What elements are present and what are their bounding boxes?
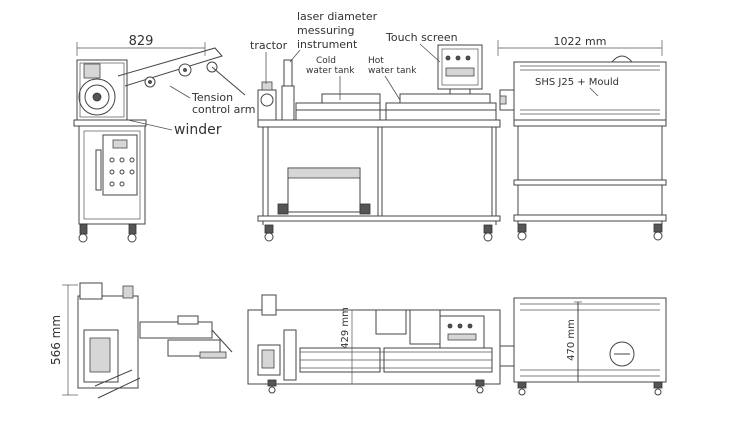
label-shs-mould: SHS J25 + Mould bbox=[535, 77, 619, 88]
dim-tank-depth: 429 mm bbox=[340, 307, 357, 385]
dim-1022-label: 1022 mm bbox=[554, 35, 607, 48]
label-laser-1: laser diameter bbox=[297, 10, 378, 23]
label-cold-tank-1: Cold bbox=[316, 56, 336, 66]
dim-829-label: 829 bbox=[129, 34, 154, 49]
dim-oven-width: 1022 mm bbox=[497, 35, 663, 56]
label-laser-2: messuring bbox=[297, 24, 354, 37]
winder-top-view bbox=[77, 282, 233, 399]
dim-429-label: 429 mm bbox=[340, 307, 351, 349]
tractor-front bbox=[257, 59, 295, 121]
tension-control-arm bbox=[117, 47, 246, 96]
dim-470-label: 470 mm bbox=[566, 319, 577, 361]
dim-winder-width: 829 bbox=[76, 34, 206, 56]
winder-front-view bbox=[73, 59, 147, 243]
dim-total-depth: 566 mm bbox=[49, 284, 78, 396]
label-winder: winder bbox=[174, 122, 222, 138]
oven-top-view: 470 mm bbox=[513, 297, 667, 396]
label-touch-screen: Touch screen bbox=[385, 31, 458, 44]
label-hot-tank-2: water tank bbox=[368, 66, 417, 76]
label-tractor: tractor bbox=[250, 39, 288, 52]
water-tanks-front bbox=[295, 93, 497, 121]
water-tank-frame-front bbox=[257, 119, 501, 242]
label-cold-tank-2: water tank bbox=[306, 66, 355, 76]
touch-screen-panel bbox=[437, 44, 483, 95]
dim-566-label: 566 mm bbox=[49, 315, 63, 365]
label-tension-1: Tension bbox=[191, 91, 233, 104]
label-hot-tank-1: Hot bbox=[368, 56, 384, 66]
oven-front-view bbox=[499, 55, 667, 241]
label-laser-3: instrument bbox=[297, 38, 358, 51]
label-tension-2: control arm bbox=[192, 103, 255, 116]
water-tank-top-view bbox=[247, 294, 515, 394]
